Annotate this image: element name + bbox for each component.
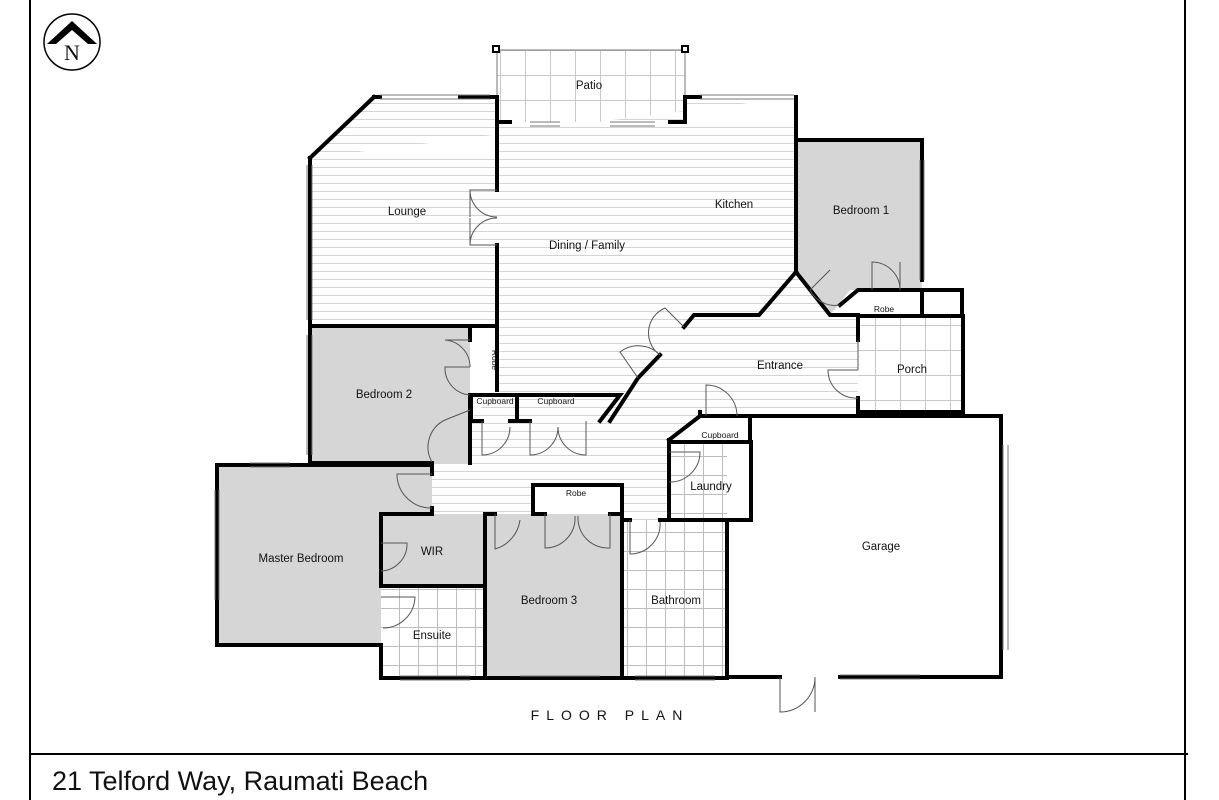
ensuite-floor [381, 586, 485, 678]
bedroom-3-robe-doors [544, 514, 611, 549]
walls [215, 94, 1003, 680]
porch-floor [858, 316, 963, 413]
label-wir: WIR [421, 546, 443, 558]
label-bedroom-2: Bedroom 2 [356, 389, 412, 401]
floor-fills [217, 50, 1001, 678]
garage-floor [727, 416, 1001, 677]
label-lounge: Lounge [388, 206, 426, 218]
doors [380, 189, 901, 713]
lounge-door-bottom [469, 217, 498, 246]
laundry-door [668, 451, 701, 483]
entrance-door-mid [619, 345, 661, 379]
cupboard-door-1 [481, 421, 511, 456]
label-dining-family: Dining / Family [549, 240, 625, 252]
cupboard-door-2 [529, 421, 587, 456]
bedroom-2-robe-door [444, 339, 471, 396]
label-ensuite: Ensuite [413, 630, 451, 642]
bedroom-1-door-a [809, 269, 841, 306]
label-bathroom: Bathroom [651, 595, 701, 607]
master-door [396, 473, 433, 509]
bathroom-door [629, 520, 661, 555]
label-robe-bedroom-1: Robe [874, 304, 895, 314]
bedroom-2-floor [310, 326, 470, 463]
bedroom-2-door [427, 409, 471, 463]
label-robe-bedroom-3: Robe [566, 488, 587, 498]
bedroom-1-floor [796, 140, 922, 315]
label-patio: Patio [576, 80, 602, 92]
patio-floor [497, 50, 685, 123]
room-labels: Patio Lounge Kitchen Dining / Family Bed… [258, 80, 927, 723]
label-cupboard-1: Cupboard [476, 396, 514, 406]
label-cupboard-2: Cupboard [537, 396, 575, 406]
windows [214, 94, 1009, 681]
label-bedroom-1: Bedroom 1 [833, 205, 889, 217]
wir-door [380, 542, 408, 572]
front-door [827, 340, 859, 399]
label-laundry: Laundry [690, 481, 732, 493]
bedroom-3-door [494, 514, 521, 550]
lounge-door-top [469, 189, 498, 218]
label-cupboard-3: Cupboard [701, 430, 739, 440]
ensuite-door [381, 596, 416, 629]
label-bedroom-3: Bedroom 3 [521, 595, 577, 607]
label-garage: Garage [862, 541, 900, 553]
north-compass-icon: N [43, 13, 101, 71]
label-porch: Porch [897, 364, 927, 376]
footer-divider [29, 753, 1188, 755]
bedroom-1-door-b [871, 261, 901, 291]
label-entrance: Entrance [757, 360, 803, 372]
label-master-bedroom: Master Bedroom [258, 553, 343, 565]
page-frame [29, 0, 1186, 800]
label-kitchen: Kitchen [715, 199, 753, 211]
cupboard-3-door [705, 384, 738, 417]
floor-plan-caption: FLOOR PLAN [531, 707, 690, 723]
label-robe-bedroom-2: Robe [490, 350, 500, 371]
bathroom-floor [624, 520, 725, 678]
bedroom-3-floor [485, 514, 622, 678]
garage-side-door [779, 676, 816, 713]
compass-letter: N [64, 40, 80, 65]
property-address: 21 Telford Way, Raumati Beach [52, 766, 429, 796]
